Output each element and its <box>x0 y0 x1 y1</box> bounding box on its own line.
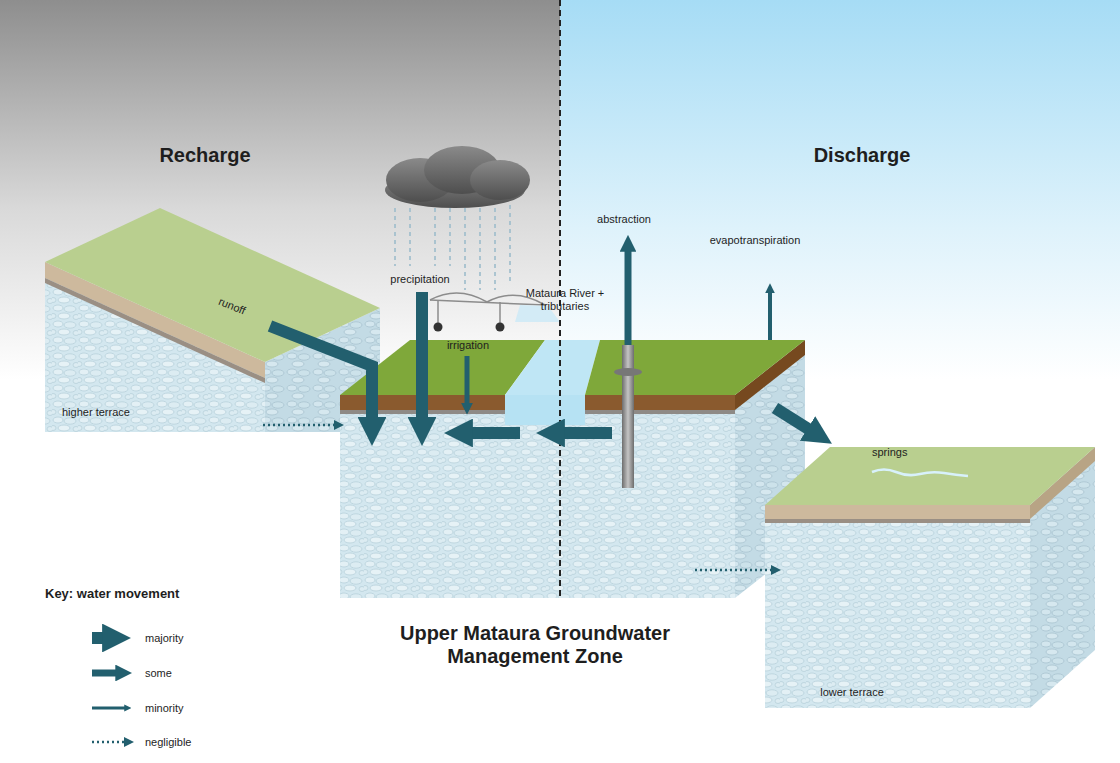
river-label: Mataura River + tributaries <box>519 287 611 312</box>
flow-label: evapotranspiration <box>710 234 801 247</box>
legend-text: some <box>145 667 172 680</box>
flow-label: abstraction <box>597 213 651 226</box>
flow-label: precipitation <box>390 273 449 286</box>
terrace-label: lower terrace <box>820 686 884 699</box>
flow-label: irrigation <box>447 339 489 352</box>
legend-heading: Key: water movement <box>45 587 179 602</box>
flow-label: springs <box>872 446 907 459</box>
legend-text: negligible <box>145 736 191 749</box>
legend-text: minority <box>145 702 184 715</box>
zone-heading: Discharge <box>814 144 911 167</box>
diagram-title: Upper Mataura Groundwater Management Zon… <box>370 622 700 668</box>
legend-text: majority <box>145 632 184 645</box>
legend-samples <box>92 638 125 742</box>
terrace-label: higher terrace <box>62 406 130 419</box>
zone-heading: Recharge <box>159 144 250 167</box>
flow-label: runoff <box>217 295 248 317</box>
